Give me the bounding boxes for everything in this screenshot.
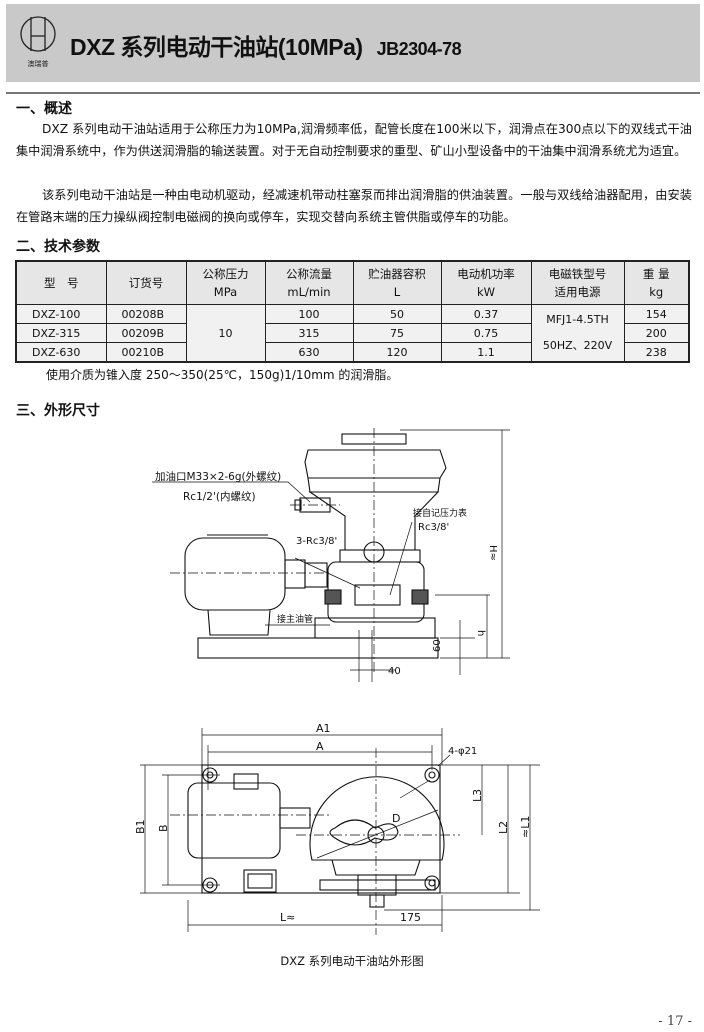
dim-B: B (157, 824, 170, 832)
cell-volume: 75 (352, 323, 442, 343)
cell-flow: 315 (264, 323, 354, 343)
section-overview-heading: 一、概述 (16, 101, 72, 117)
section-specs-heading: 二、技术参数 (16, 239, 100, 255)
dim-L1: ≈L1 (519, 816, 532, 838)
dim-60: 60 (432, 639, 443, 652)
cell-volume: 120 (352, 342, 442, 363)
standard-number: JB2304-78 (376, 39, 462, 59)
cell-model: DXZ-100 (15, 304, 107, 324)
top-dimension-lines (140, 728, 540, 932)
cell-volume: 50 (352, 304, 442, 324)
ports-label: 3-Rc3/8' (296, 536, 337, 547)
dim-A: A (316, 740, 324, 753)
title-text: DXZ 系列电动干油站(10MPa) (70, 34, 363, 60)
cell-weight: 154 (623, 304, 690, 324)
col-order: 订货号 (105, 260, 187, 305)
cell-power: 1.1 (440, 342, 532, 363)
page-number: - 17 - (658, 1014, 692, 1029)
dim-L2: L2 (497, 821, 510, 834)
pump-body (314, 541, 436, 639)
section-dimensions-heading: 三、外形尺寸 (16, 403, 100, 419)
base-outline (201, 764, 441, 894)
fill-port-label: 加油口M33×2-6g(外螺纹) (155, 470, 281, 483)
motor-top (187, 773, 311, 893)
dim-A1: A1 (316, 722, 331, 735)
cell-order: 00209B (105, 323, 187, 343)
cell-order: 00210B (105, 342, 187, 363)
table-row: DXZ-100 00208B 10 100 50 0.37 MFJ1-4.5TH… (15, 304, 690, 363)
cell-order: 00208B (105, 304, 187, 324)
front-view-drawing: 加油口M33×2-6g(外螺纹) Rc1/2'(内螺纹) 接自记压力表 Rc3/… (152, 428, 510, 682)
page-title: DXZ 系列电动干油站(10MPa) JB2304-78 (70, 28, 462, 62)
dim-h: h (475, 630, 486, 636)
dim-175: 175 (400, 911, 421, 924)
dim-L: L≈ (280, 911, 295, 924)
table-row: DXZ-315 00209B 315 75 0.75 200 (15, 323, 690, 343)
dim-40: 40 (388, 666, 401, 677)
medium-note: 使用介质为锥入度 250～350(25℃，150g)1/10mm 的润滑脂。 (46, 368, 399, 382)
cell-weight: 238 (623, 342, 690, 363)
dim-H: H≈ (487, 545, 498, 561)
dim-D: D (392, 812, 400, 825)
motor (184, 534, 328, 636)
cell-flow: 100 (264, 304, 354, 324)
main-pipe-label: 接主油管 (277, 613, 313, 625)
cell-model: DXZ-315 (15, 323, 107, 343)
top-view-drawing: A1 A 4-φ21 B1 B D L3 L2 ≈L1 L≈ 175 (134, 722, 540, 935)
overview-paragraph-2: 该系列电动干油站是一种由电动机驱动，经减速机带动柱塞泵而排出润滑脂的供油装置。一… (16, 188, 692, 224)
header-band (6, 4, 700, 82)
mounting-holes (202, 767, 440, 893)
gauge-label: 接自记压力表 (413, 507, 467, 519)
cell-model: DXZ-630 (15, 342, 107, 363)
dim-L3: L3 (471, 789, 484, 802)
base-plate (197, 637, 439, 659)
company-logo: 澳瑞普 (20, 16, 56, 68)
gauge-thread-label: Rc3/8' (418, 522, 449, 533)
cell-pressure: 10 (185, 304, 266, 363)
fill-port-thread-label: Rc1/2'(内螺纹) (183, 490, 256, 503)
col-model: 型 号 (15, 260, 107, 305)
dim-B1: B1 (134, 819, 147, 834)
logo-text: 澳瑞普 (28, 59, 49, 68)
table-row: DXZ-630 00210B 630 120 1.1 238 (15, 342, 690, 363)
col-solenoid: 电磁铁型号适用电源 (530, 260, 625, 305)
center-lines (170, 428, 375, 675)
overview-paragraph-1: DXZ 系列电动干油站适用于公称压力为10MPa,润滑频率低，配管长度在100米… (16, 122, 692, 158)
cell-weight: 200 (623, 323, 690, 343)
dimension-lines (152, 429, 510, 682)
cell-power: 0.75 (440, 323, 532, 343)
holes-label: 4-φ21 (448, 746, 477, 757)
reservoir-top (309, 776, 445, 908)
figure-caption: DXZ 系列电动干油站外形图 (280, 954, 424, 968)
header-divider (6, 92, 700, 94)
cell-flow: 630 (264, 342, 354, 363)
cell-power: 0.37 (440, 304, 532, 324)
